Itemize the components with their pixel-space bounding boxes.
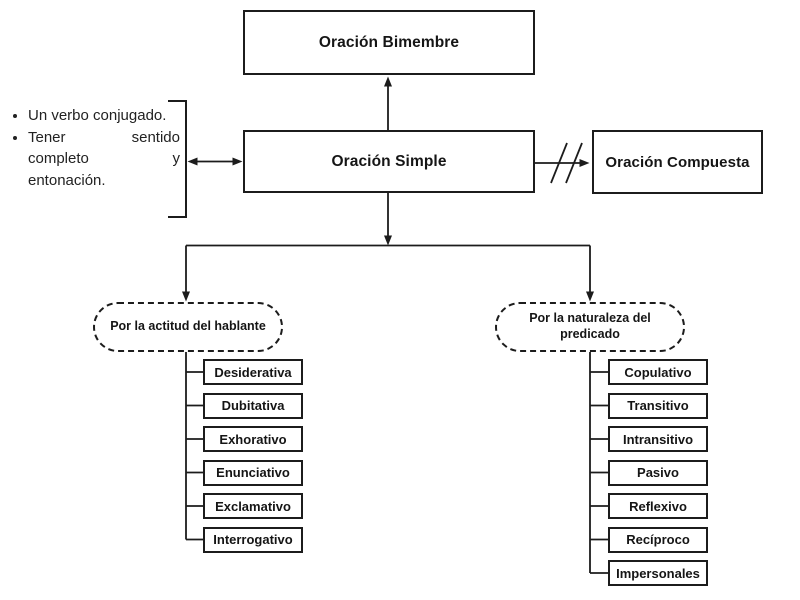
naturaleza-spine	[589, 352, 608, 574]
node-oracion-simple-label: Oración Simple	[331, 152, 447, 170]
requirement-item: Tener sentido completo y entonación.	[28, 127, 180, 192]
category-box: Enunciativo	[203, 459, 303, 486]
category-box: Copulativo	[608, 359, 708, 385]
category-box: Recíproco	[608, 526, 708, 553]
requirements-list: Un verbo conjugado.Tener sentido complet…	[6, 105, 180, 191]
category-box: Impersonales	[608, 560, 708, 586]
node-oracion-compuesta-label: Oración Compuesta	[605, 153, 750, 171]
break-slash-1	[550, 142, 568, 184]
requirements-bracket	[168, 100, 187, 218]
requirement-item: Un verbo conjugado.	[28, 105, 180, 127]
category-box: Transitivo	[608, 392, 708, 419]
category-box: Intransitivo	[608, 426, 708, 452]
oval-actitud-hablante: Por la actitud del hablante	[93, 302, 283, 352]
category-box: Dubitativa	[203, 392, 303, 419]
node-oracion-bimembre: Oración Bimembre	[243, 10, 535, 75]
node-oracion-bimembre-label: Oración Bimembre	[318, 33, 460, 51]
oval-naturaleza-predicado: Por la naturaleza del predicado	[495, 302, 685, 352]
node-oracion-simple: Oración Simple	[243, 130, 535, 193]
category-box: Desiderativa	[203, 359, 303, 385]
category-box: Interrogativo	[203, 526, 303, 553]
category-box: Pasivo	[608, 459, 708, 486]
actitud-spine	[185, 352, 203, 541]
oval-actitud-label: Por la actitud del hablante	[110, 319, 266, 334]
category-box: Exclamativo	[203, 493, 303, 519]
category-box: Exhorativo	[203, 426, 303, 452]
category-box: Reflexivo	[608, 493, 708, 519]
node-oracion-compuesta: Oración Compuesta	[592, 130, 763, 194]
oval-naturaleza-label: Por la naturaleza del predicado	[529, 311, 651, 341]
break-slash-2	[565, 142, 583, 184]
